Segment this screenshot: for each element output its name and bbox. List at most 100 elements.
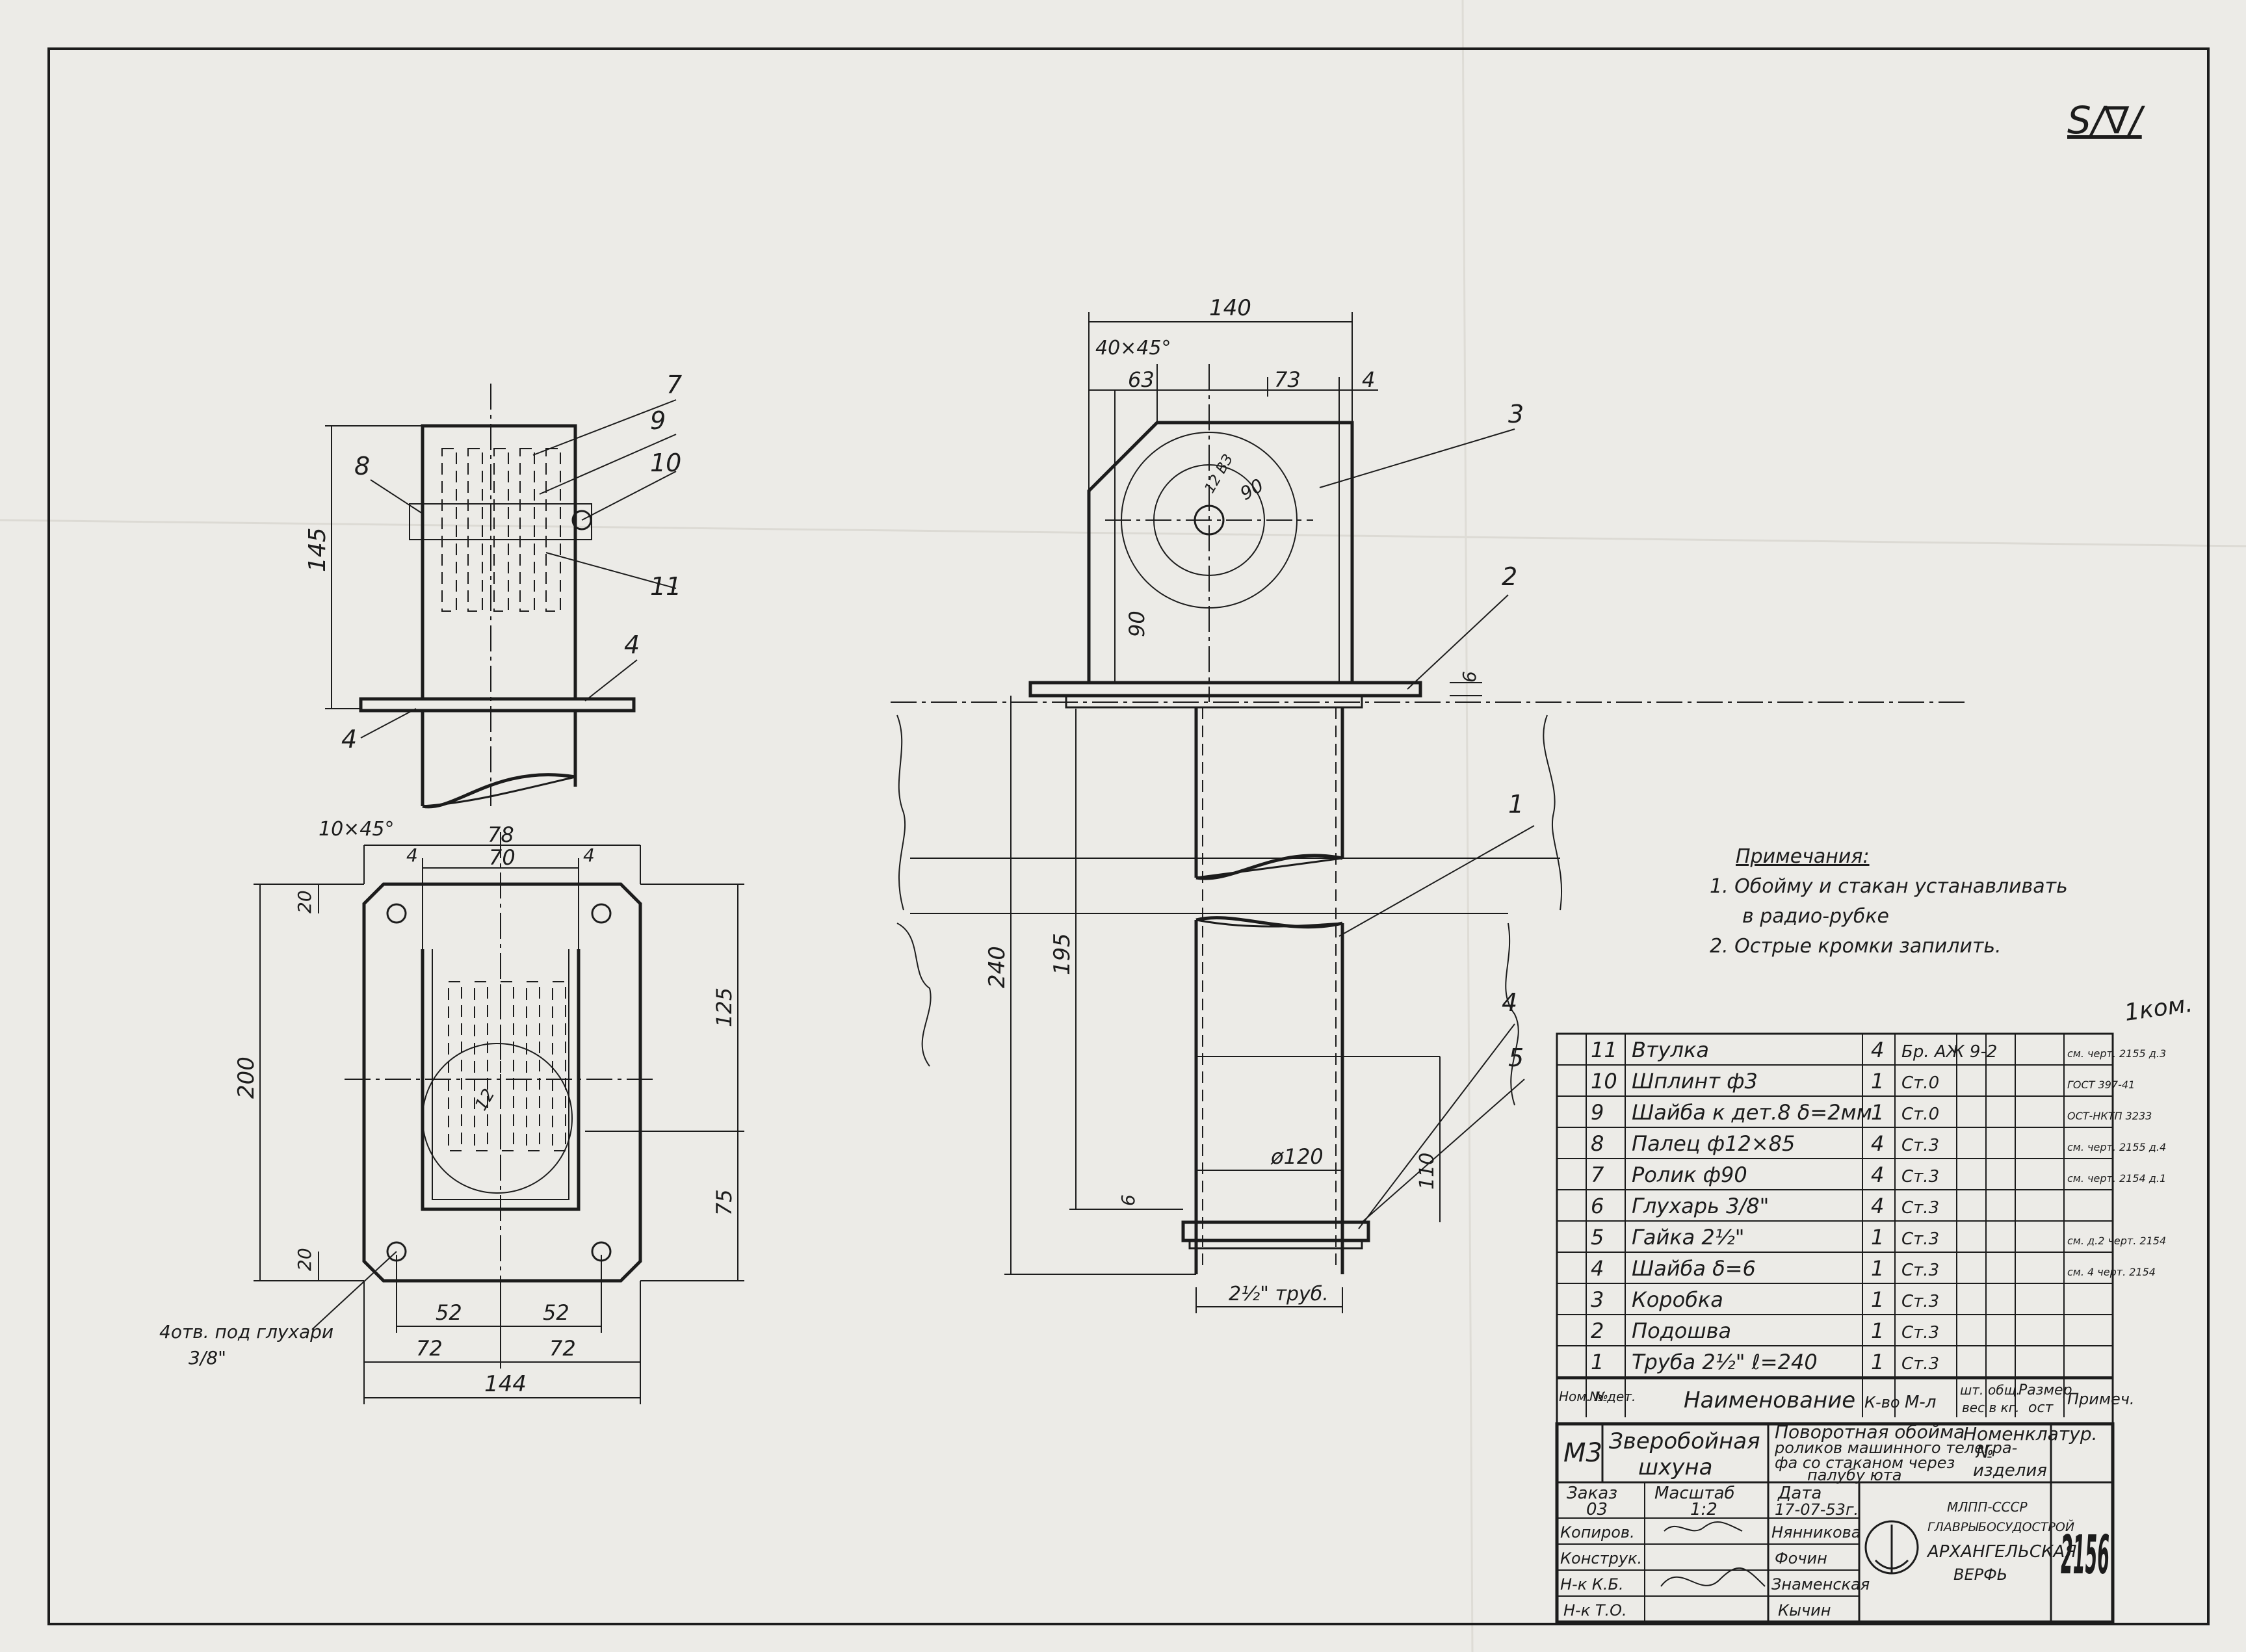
dim-4-right: 4	[583, 845, 595, 866]
spec-cell-qty: 1	[1871, 1069, 1884, 1094]
dim-d120: ø120	[1270, 1144, 1324, 1169]
dim-78: 78	[488, 822, 514, 847]
spec-cell-qty: 1	[1871, 1100, 1884, 1125]
note-1-cont: в радио-рубке	[1742, 905, 1889, 928]
paper-fold	[1461, 0, 1474, 1652]
spec-cell-no: 3	[1591, 1287, 1604, 1312]
dim-52-left: 52	[436, 1300, 462, 1325]
callout-9: 9	[650, 406, 666, 435]
spec-cell-name: Труба 2½" ℓ=240	[1632, 1350, 1818, 1374]
note-1: 1. Обойму и стакан устанавливать	[1710, 875, 2068, 898]
spec-cell-mat: Ст.3	[1901, 1229, 1939, 1249]
tb-org-3: АРХАНГЕЛЬСКАЯ	[1926, 1542, 2076, 1562]
hdr-qty: К-во	[1864, 1393, 1900, 1411]
dim-200: 200	[233, 1056, 259, 1099]
tb-role-2: Конструк.	[1560, 1549, 1642, 1567]
callout-4a: 4	[624, 631, 640, 659]
pipe-label: 2½" труб.	[1229, 1283, 1329, 1305]
dim-hub: 12 ВЗ	[1202, 452, 1237, 496]
tb-role-3: Н-к К.Б.	[1560, 1575, 1624, 1593]
spec-cell-mat: Ст.3	[1901, 1323, 1939, 1343]
tb-name-3: Знаменская	[1771, 1575, 1870, 1593]
hdr-size2: ост	[2028, 1400, 2054, 1416]
spec-cell-name: Ролик ф90	[1632, 1162, 1747, 1187]
dim-52-right: 52	[543, 1300, 569, 1325]
spec-cell-mat: Ст.0	[1901, 1105, 1939, 1124]
callout-3: 3	[1508, 400, 1524, 428]
hdr-name: Наименование	[1684, 1387, 1855, 1413]
spec-cell-mat: Ст.3	[1901, 1261, 1939, 1280]
dim-20-bottom: 20	[294, 1248, 315, 1271]
spec-cell-qty: 4	[1871, 1162, 1884, 1187]
tb-date: 17-07-53г.	[1775, 1501, 1859, 1519]
callout-2: 2	[1502, 562, 1517, 591]
tb-role-4: Н-к Т.О.	[1563, 1601, 1627, 1619]
tb-name-2: Фочин	[1775, 1549, 1827, 1567]
tb-vessel-2: шхуна	[1638, 1454, 1712, 1480]
sheet-mark: S/∇/	[2067, 98, 2145, 142]
tb-name-1: Нянникова	[1771, 1523, 1861, 1541]
spec-cell-qty: 1	[1871, 1318, 1884, 1343]
tb-org-2: ГЛАВРЫБОСУДОСТРОЙ	[1927, 1519, 2074, 1534]
dim-4-front: 4	[1362, 367, 1375, 392]
dim-6-sole: 6	[1459, 671, 1480, 683]
hdr-note: Примеч.	[2067, 1390, 2135, 1408]
dim-90-radius: 90	[1236, 475, 1267, 505]
dim-240: 240	[984, 946, 1010, 988]
spec-cell-mat: Ст.3	[1901, 1198, 1939, 1218]
dim-r12: 12	[471, 1086, 499, 1114]
side-view: 145 7 9 10 8 11 4 4	[304, 371, 682, 809]
dim-72-left: 72	[416, 1336, 443, 1361]
spec-cell-mat: Ст.0	[1901, 1073, 1939, 1093]
spec-cell-ref: ОСТ-НКТП 3233	[2067, 1110, 2152, 1122]
dim-73: 73	[1274, 367, 1301, 392]
dim-70: 70	[489, 845, 516, 870]
spec-cell-name: Коробка	[1632, 1287, 1723, 1312]
dim-144: 144	[484, 1371, 527, 1397]
hdr-det: № дет.	[1589, 1389, 1636, 1404]
tb-vessel-1: Зверобойная	[1609, 1428, 1760, 1454]
spec-cell-qty: 1	[1871, 1350, 1884, 1374]
dim-145: 145	[304, 527, 331, 572]
spec-cell-no: 1	[1591, 1350, 1604, 1374]
dim-chamfer-plan: 10×45°	[319, 818, 394, 841]
callout-10: 10	[650, 449, 681, 477]
spec-cell-qty: 4	[1871, 1038, 1884, 1062]
spec-cell-no: 10	[1591, 1069, 1617, 1094]
dim-90-height: 90	[1125, 610, 1149, 637]
shipyard-logo	[1864, 1520, 1919, 1575]
spec-cell-name: Шайба к дет.8 δ=2мм	[1632, 1100, 1872, 1125]
spec-cell-no: 5	[1591, 1225, 1604, 1250]
dim-125: 125	[712, 988, 737, 1027]
tb-nomen-3: изделия	[1973, 1461, 2047, 1480]
tb-name-4: Кычин	[1778, 1601, 1831, 1619]
hdr-size: Размер	[2018, 1382, 2072, 1398]
spec-cell-ref: см. д.2 черт. 2154	[2067, 1235, 2166, 1247]
callout-4-front: 4	[1502, 988, 1517, 1017]
tb-title-1: Поворотная обойма	[1775, 1421, 1965, 1443]
tb-nomen-1: Номенклатур.	[1963, 1423, 2097, 1445]
hdr-nom: Ном. №	[1559, 1389, 1608, 1404]
spec-cell-name: Втулка	[1632, 1038, 1709, 1062]
notes-title: Примечания:	[1736, 845, 1870, 868]
spec-cell-mat: Ст.3	[1901, 1292, 1939, 1311]
note-2: 2. Острые кромки запилить.	[1710, 935, 2002, 958]
spec-cell-name: Гайка 2½"	[1632, 1225, 1744, 1250]
stamp-text: 1ком.	[2123, 991, 2195, 1027]
spec-cell-qty: 1	[1871, 1287, 1884, 1312]
signature	[1660, 1567, 1766, 1587]
spec-cell-name: Глухарь 3/8"	[1632, 1194, 1769, 1218]
spec-cell-no: 11	[1591, 1038, 1617, 1062]
callout-11: 11	[650, 572, 681, 601]
spec-cell-mat: Ст.3	[1901, 1354, 1939, 1374]
spec-cell-mat: Бр. АЖ 9-2	[1901, 1042, 1997, 1062]
tb-title-4: палубу юта	[1807, 1466, 1901, 1484]
spec-cell-qty: 4	[1871, 1194, 1884, 1218]
spec-cell-ref: см. черт. 2155 д.3	[2067, 1047, 2166, 1060]
spec-cell-ref: см. 4 черт. 2154	[2067, 1266, 2156, 1278]
callout-4b: 4	[341, 725, 357, 754]
dim-72-right: 72	[549, 1336, 576, 1361]
spec-cell-ref: ГОСТ 397-41	[2067, 1079, 2135, 1091]
